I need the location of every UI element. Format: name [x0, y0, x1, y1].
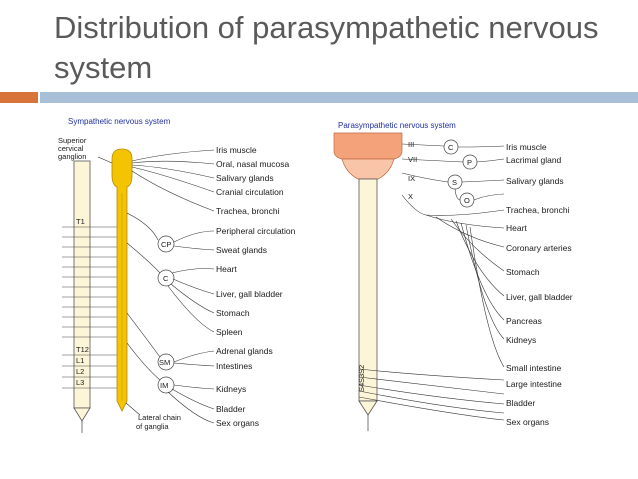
cn-x: X [408, 192, 413, 201]
para-target-liver: Liver, gall bladder [506, 292, 573, 302]
para-target-pancreas: Pancreas [506, 316, 542, 326]
para-target-trachea: Trachea, bronchi [506, 205, 570, 215]
para-ganglion-c-label: C [448, 143, 454, 152]
para-sacral-fibres [358, 368, 505, 421]
cord-level-t1: T1 [76, 217, 85, 226]
sym-target-kidneys: Kidneys [216, 384, 246, 394]
parasympathetic-title: Parasympathetic nervous system [338, 121, 456, 130]
ganglion-pointer [97, 156, 113, 164]
sym-target-adrenal: Adrenal glands [216, 346, 273, 356]
sym-target-cranial: Cranial circulation [216, 187, 284, 197]
sym-target-heart: Heart [216, 264, 237, 274]
ganglion-label-2: cervical [58, 144, 84, 153]
sym-target-iris: Iris muscle [216, 145, 257, 155]
sym-cord-tip [73, 407, 91, 422]
sym-target-trachea: Trachea, bronchi [216, 206, 280, 216]
cn-ix: IX [408, 174, 415, 183]
ganglion-im-label: IM [160, 381, 168, 390]
sym-target-sweat: Sweat glands [216, 245, 267, 255]
nervous-system-figure: Sympathetic nervous system Superior cerv… [58, 117, 573, 433]
ganglion-label-1: Superior [58, 136, 87, 145]
medulla [341, 158, 395, 180]
sym-target-bladder: Bladder [216, 404, 245, 414]
chain-pointer [125, 402, 141, 416]
para-ganglion-o-label: O [464, 196, 470, 205]
ganglion-sm-label: SM [159, 358, 170, 367]
sym-cord-ticks [62, 226, 120, 389]
sympathetic-panel: Sympathetic nervous system Superior cerv… [58, 117, 296, 433]
ganglion-cp-label: CP [161, 240, 171, 249]
para-target-coronary: Coronary arteries [506, 243, 572, 253]
para-target-bladder: Bladder [506, 398, 535, 408]
para-ganglion-s-label: S [452, 178, 457, 187]
para-cranial-fibres [401, 143, 505, 368]
para-target-heart: Heart [506, 223, 527, 233]
para-target-large-intestine: Large intestine [506, 379, 562, 389]
parasympathetic-panel: Parasympathetic nervous system III VII I… [333, 121, 573, 431]
slide-title: Distribution of parasympathetic nervous … [54, 10, 599, 85]
cord-level-l3: L3 [76, 378, 84, 387]
cord-level-l1: L1 [76, 356, 84, 365]
para-target-lacrimal: Lacrimal gland [506, 155, 562, 165]
para-target-iris: Iris muscle [506, 142, 547, 152]
sym-target-intestines: Intestines [216, 361, 252, 371]
chain-label-2: of ganglia [136, 422, 169, 431]
sym-target-spleen: Spleen [216, 327, 243, 337]
accent-bar-orange [0, 92, 38, 103]
sym-target-liver: Liver, gall bladder [216, 289, 283, 299]
para-target-sex-organs: Sex organs [506, 417, 549, 427]
ganglion-cp [157, 235, 175, 253]
ganglion-label-3: ganglion [58, 152, 86, 161]
para-cord-tip [358, 400, 378, 416]
sym-target-oral-nasal: Oral, nasal mucosa [216, 159, 289, 169]
sym-target-salivary: Salivary glands [216, 173, 274, 183]
para-target-salivary: Salivary glands [506, 176, 564, 186]
cord-level-t12: T12 [76, 345, 89, 354]
para-ganglion-p-label: P [467, 158, 472, 167]
accent-bar-blue [40, 92, 638, 103]
sym-target-stomach: Stomach [216, 308, 250, 318]
ganglion-c [157, 269, 175, 287]
sacral-s3: S3 [357, 374, 366, 383]
sym-target-peripheral: Peripheral circulation [216, 226, 296, 236]
para-target-small-intestine: Small intestine [506, 363, 562, 373]
parasympathetic-targets: Iris muscle Lacrimal gland Salivary glan… [506, 142, 573, 427]
cord-level-l2: L2 [76, 367, 84, 376]
sym-nerve-fibres [126, 149, 215, 424]
chain-label-1: Lateral chain [138, 413, 181, 422]
para-target-kidneys: Kidneys [506, 335, 536, 345]
sympathetic-targets: Iris muscle Oral, nasal mucosa Salivary … [216, 145, 296, 428]
ganglion-c-label: C [163, 274, 169, 283]
sympathetic-title: Sympathetic nervous system [68, 117, 171, 126]
para-target-stomach: Stomach [506, 267, 540, 277]
sym-target-sex-organs: Sex organs [216, 418, 259, 428]
sacral-s4: S4 [357, 383, 366, 392]
brainstem [333, 132, 403, 160]
